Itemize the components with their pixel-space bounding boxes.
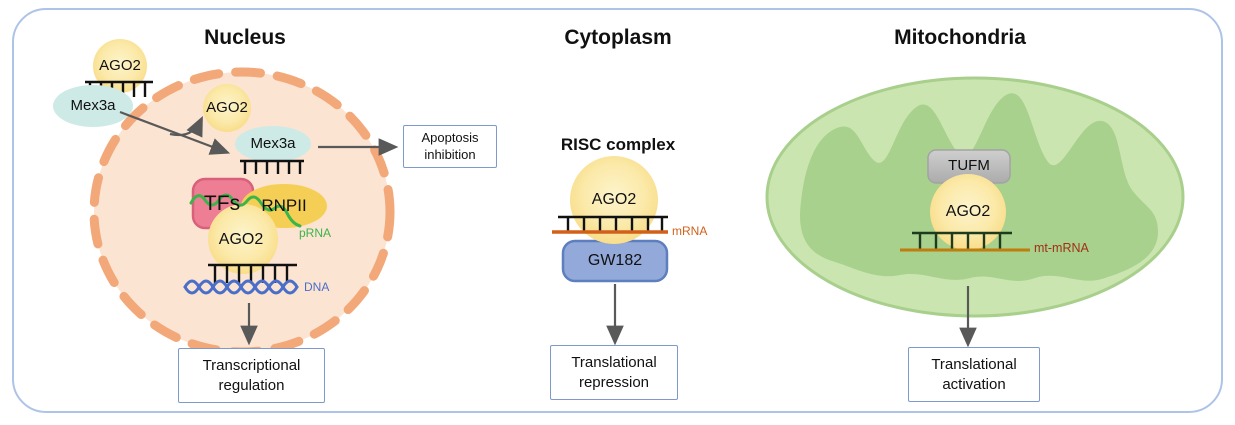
transcriptional-regulation-box: Transcriptional regulation: [178, 348, 325, 403]
ago2-chromatin-label: AGO2: [218, 231, 264, 248]
mex3a-nuclear-label: Mex3a: [250, 135, 296, 152]
ago2-mito-circle: [930, 174, 1006, 250]
prna-squiggle: [189, 193, 302, 228]
apoptosis-inhibition-box: Apoptosis inhibition: [403, 125, 497, 168]
risc-complex-label: RISC complex: [560, 135, 676, 154]
mt-mrna-label: mt-mRNA: [1034, 241, 1089, 255]
ago2-nuclear-label: AGO2: [206, 99, 248, 116]
mirna-comb-mex3a: [240, 159, 304, 174]
gw182-label: GW182: [587, 252, 643, 269]
mirna-comb-risc: [558, 215, 668, 231]
tfs-label: TFs: [203, 192, 241, 215]
mex3a-nuclear-ellipse: [235, 126, 311, 162]
dna-label: DNA: [304, 280, 330, 294]
ago2-risc-circle: [570, 156, 658, 244]
ago2-outside-label: AGO2: [99, 57, 141, 74]
translational-activation-box: Translational activation: [908, 347, 1040, 402]
cytoplasm-title: Cytoplasm: [564, 26, 672, 49]
mex3a-outside-ellipse: [53, 85, 133, 127]
ago2-mito-label: AGO2: [945, 203, 991, 220]
mex3a-outside-label: Mex3a: [70, 97, 116, 114]
ago2-chromatin-circle: [208, 204, 278, 274]
tufm-label: TUFM: [948, 157, 990, 174]
ago2-risc-label: AGO2: [591, 191, 637, 208]
ago2-nuclear-circle: [203, 84, 251, 132]
rnpii-label: RNPII: [261, 196, 307, 215]
prna-label: pRNA: [299, 226, 332, 240]
mitochondria-title: Mitochondria: [894, 26, 1026, 49]
mex3a-import-arrow: [119, 110, 231, 155]
dna-helix: [183, 279, 299, 295]
nucleus-title: Nucleus: [204, 26, 286, 49]
translational-repression-box: Translational repression: [550, 345, 678, 400]
figure-frame: [12, 8, 1223, 413]
ago2-import-arrow: [169, 116, 203, 138]
ago2-outside-circle: [93, 39, 147, 93]
mrna-label: mRNA: [672, 224, 708, 238]
mirna-comb-mito: [912, 231, 1012, 249]
